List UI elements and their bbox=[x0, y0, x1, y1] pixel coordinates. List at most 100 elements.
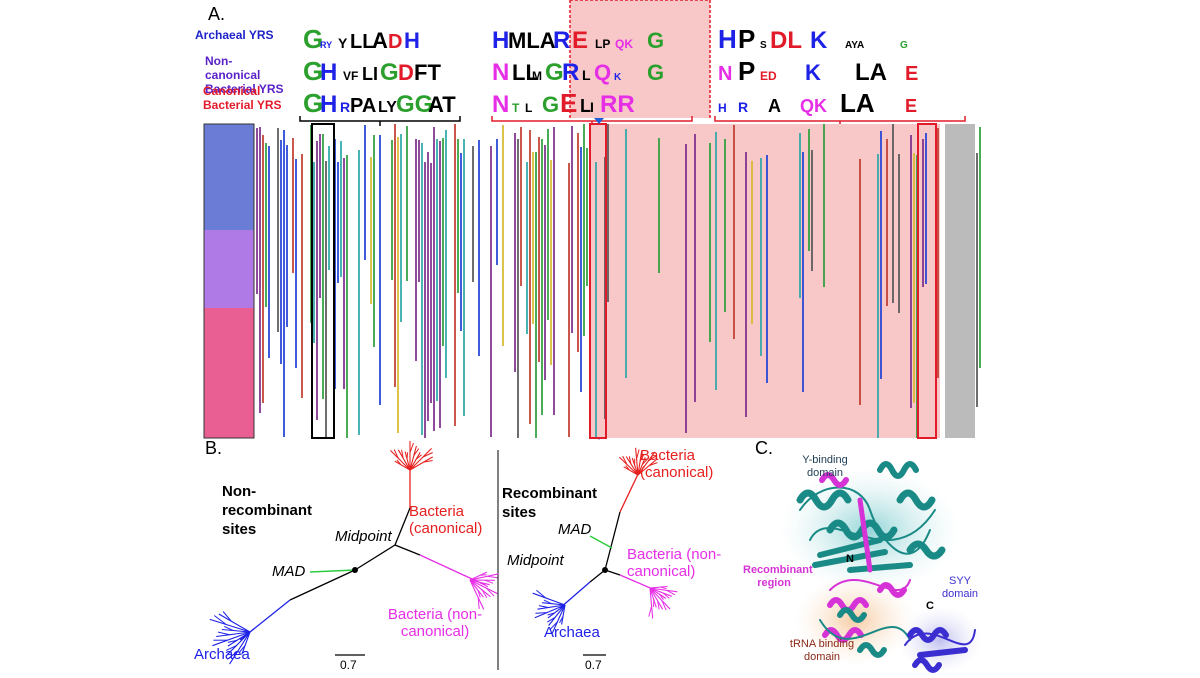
alignment-column bbox=[343, 158, 345, 389]
panel-a-letter: A. bbox=[208, 4, 226, 24]
logo-group-2: H MLA R E LP QK G N LL M G R L Q K G N T… bbox=[492, 27, 664, 118]
svg-text:E: E bbox=[560, 88, 577, 118]
alignment-column bbox=[295, 159, 297, 368]
tree-branch bbox=[635, 447, 639, 476]
alignment-column bbox=[520, 127, 522, 286]
svg-text:ED: ED bbox=[760, 69, 777, 83]
alignment-column bbox=[877, 154, 879, 438]
tree-branch bbox=[631, 457, 639, 476]
block-archaea bbox=[204, 124, 254, 230]
logo-group-3: H P S DL K AYA G N P ED K LA E H R A QK … bbox=[718, 24, 918, 118]
svg-text:H: H bbox=[320, 91, 337, 118]
mad-branch-left bbox=[309, 569, 356, 573]
tree-branch bbox=[227, 631, 251, 647]
svg-text:T: T bbox=[512, 101, 520, 115]
tree-branch bbox=[212, 631, 251, 647]
alignment-column bbox=[442, 138, 444, 346]
tree-branch bbox=[480, 574, 487, 576]
svg-text:N: N bbox=[492, 91, 509, 118]
tree-branch bbox=[636, 449, 640, 459]
logo-label-noncanonical: Non-canonical Bacterial YRS bbox=[205, 54, 284, 96]
tree-branch bbox=[209, 618, 251, 633]
tree-branch bbox=[637, 457, 646, 476]
tree-branch bbox=[221, 628, 251, 633]
tree-branch bbox=[637, 451, 643, 476]
alignment-column bbox=[358, 150, 360, 435]
alignment-column bbox=[319, 134, 321, 298]
svg-text:P: P bbox=[738, 24, 755, 54]
tree-branch bbox=[648, 606, 653, 617]
svg-text:LA: LA bbox=[855, 59, 887, 86]
tree-branch bbox=[469, 579, 484, 598]
alignment-column bbox=[280, 140, 282, 364]
tree-branch bbox=[477, 597, 480, 610]
tree-branch bbox=[413, 448, 420, 456]
alignment-column bbox=[925, 133, 927, 284]
panel-b-letter: B. bbox=[205, 438, 223, 458]
tree-branch bbox=[532, 592, 566, 606]
tree-branch bbox=[423, 460, 433, 463]
alignment-column bbox=[496, 139, 498, 265]
svg-text:K: K bbox=[614, 72, 622, 83]
svg-text:RY: RY bbox=[320, 40, 332, 50]
alignment-column bbox=[808, 129, 810, 251]
alignment-column bbox=[910, 135, 912, 408]
alignment-column bbox=[463, 139, 465, 416]
alignment-column bbox=[292, 138, 294, 273]
alignment-column bbox=[550, 160, 552, 365]
tree-right-canonical-clade bbox=[618, 447, 658, 476]
tree-branch bbox=[543, 599, 552, 605]
alignment-column bbox=[490, 146, 492, 437]
alignment-column bbox=[502, 125, 504, 346]
tree-branch bbox=[649, 587, 654, 619]
tree-branch bbox=[548, 604, 566, 626]
tree-branch bbox=[622, 455, 628, 465]
alignment-column bbox=[397, 137, 399, 433]
alignment-column bbox=[538, 137, 540, 362]
tree-branch bbox=[415, 454, 422, 460]
tree-branch bbox=[662, 592, 670, 599]
alignment-column bbox=[472, 146, 474, 282]
alignment-column bbox=[529, 130, 531, 424]
alignment-column bbox=[301, 154, 303, 398]
svg-text:E: E bbox=[905, 63, 918, 85]
alignment-column bbox=[625, 129, 627, 378]
tree-branch bbox=[397, 449, 411, 471]
highlight-box-2 bbox=[589, 123, 607, 439]
alignment-column bbox=[256, 128, 258, 294]
alignment-column bbox=[595, 162, 597, 438]
alignment-column bbox=[583, 124, 585, 336]
alignment-column bbox=[265, 143, 267, 307]
svg-text:H: H bbox=[718, 101, 727, 115]
alignment-gap-block bbox=[945, 124, 975, 438]
alignment-column bbox=[922, 139, 924, 287]
syy-ribbons bbox=[904, 627, 976, 673]
tree-branch bbox=[547, 616, 556, 623]
alignment-column bbox=[898, 154, 900, 313]
alignment-column bbox=[880, 131, 882, 379]
alignment-column bbox=[328, 146, 330, 270]
tree-branch bbox=[537, 604, 566, 610]
alignment-column bbox=[460, 153, 462, 331]
tree-left-midpoint-label: Midpoint bbox=[335, 528, 392, 545]
alignment-column bbox=[733, 125, 735, 339]
svg-text:M: M bbox=[532, 69, 542, 83]
tree-branch bbox=[422, 452, 433, 458]
logo-group-1: G RY Y LL A D H G H VF LI G D FT G H R P… bbox=[303, 24, 456, 118]
tree-branch bbox=[649, 587, 657, 608]
tree-branch bbox=[469, 579, 485, 610]
recombinant-label: Recombinant region bbox=[743, 564, 813, 589]
alignment-column bbox=[607, 124, 609, 302]
alignment-column bbox=[364, 125, 366, 260]
alignment-column bbox=[535, 152, 537, 438]
tree-branch bbox=[549, 621, 558, 631]
svg-text:LY: LY bbox=[378, 99, 397, 116]
alignment-column bbox=[547, 129, 549, 320]
svg-text:H: H bbox=[404, 28, 420, 53]
marker-bottom bbox=[598, 439, 600, 440]
tree-branch bbox=[649, 462, 658, 466]
tree-branch bbox=[394, 460, 411, 471]
trna-ribbons bbox=[819, 607, 911, 658]
alignment-column bbox=[979, 127, 981, 368]
alignment-column bbox=[532, 152, 534, 324]
